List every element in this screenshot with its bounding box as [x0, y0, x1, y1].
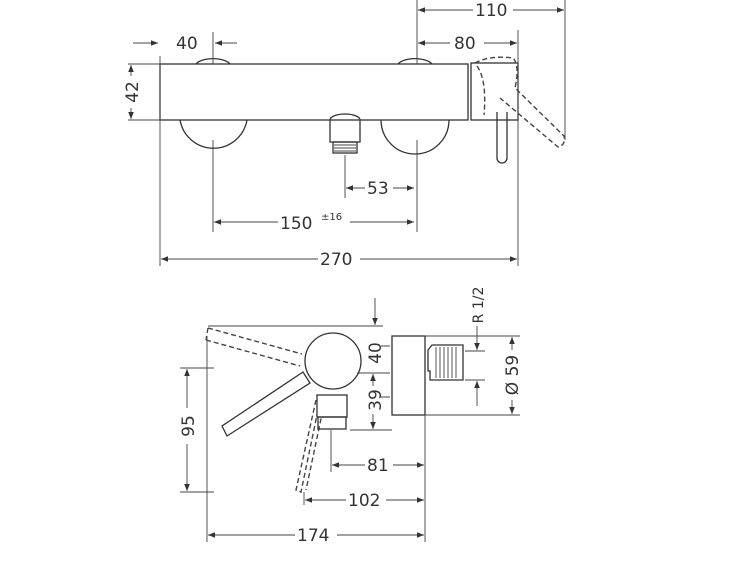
- dim-95: 95: [179, 415, 199, 437]
- dim-42: 42: [123, 81, 143, 103]
- dim-39: 39: [366, 389, 386, 411]
- side-dimensions: 95 40 39 R 1/2 Ø 59 81 102 174: [178, 287, 523, 546]
- dim-80: 80: [454, 34, 476, 54]
- top-view: 110 80 40 42 53 150 ±16 270: [122, 0, 566, 270]
- dim-40-side: 40: [366, 342, 386, 364]
- mixer-body-side: [205, 327, 464, 493]
- dim-diameter-59: Ø 59: [503, 355, 523, 395]
- dim-174: 174: [297, 526, 329, 546]
- dim-40: 40: [176, 34, 198, 54]
- dim-53: 53: [367, 179, 389, 199]
- dim-150-tolerance: ±16: [321, 212, 342, 223]
- dim-thread-r12: R 1/2: [471, 287, 487, 324]
- dim-110: 110: [475, 1, 507, 21]
- dim-270: 270: [320, 250, 352, 270]
- mixer-body-front: [159, 56, 566, 164]
- top-dimensions: 110 80 40 42 53 150 ±16 270: [122, 0, 566, 270]
- dim-102: 102: [348, 491, 380, 511]
- dim-81: 81: [367, 456, 389, 476]
- dim-150: 150: [280, 214, 312, 234]
- side-view: 95 40 39 R 1/2 Ø 59 81 102 174: [178, 287, 523, 546]
